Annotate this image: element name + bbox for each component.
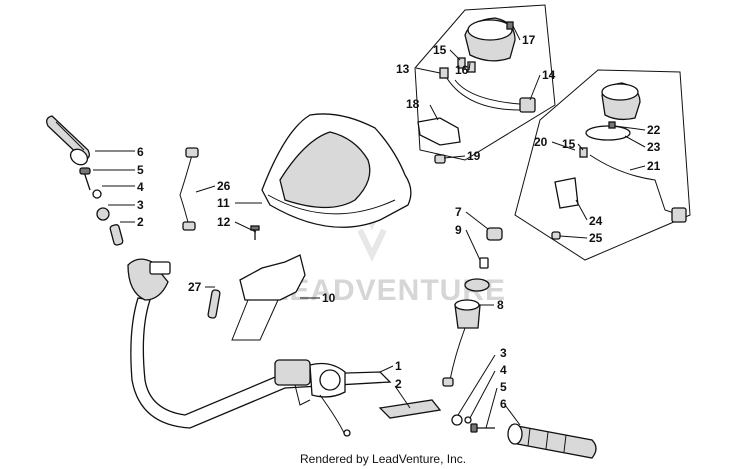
callout-14: 14: [542, 68, 556, 82]
screw-12-part: [250, 225, 260, 240]
callout-21: 21: [647, 159, 661, 173]
right-washer-part: [464, 416, 472, 424]
cap-7-part: [486, 227, 503, 241]
callout-15a: 15: [433, 43, 447, 57]
callout-19: 19: [467, 149, 481, 163]
callout-5a: 5: [137, 163, 144, 177]
credit-text: Rendered by LeadVenture, Inc.: [300, 452, 466, 466]
callout-22: 22: [647, 123, 661, 137]
left-grip-end-screw-part: [79, 167, 91, 191]
callout-15b: 15: [562, 137, 576, 151]
callout-3a: 3: [137, 198, 144, 212]
callout-6a: 6: [137, 145, 144, 159]
switch-8-part: [442, 299, 481, 387]
throttle-housing-part: [274, 359, 351, 437]
bulb-15b-part: [579, 147, 588, 158]
callout-17: 17: [522, 33, 536, 47]
callout-8: 8: [497, 298, 504, 312]
washer-part: [92, 189, 102, 199]
callout-23: 23: [647, 140, 661, 154]
grommet-25-part: [551, 231, 561, 240]
harness-26-part: [179, 147, 199, 231]
end-weight-part: [96, 207, 110, 221]
right-end-weight-part: [451, 414, 463, 426]
callout-labels: 6 5 4 3 2 26 11 12 27 10 1 2 3 4 5 6 7 9…: [137, 33, 661, 411]
leader-lines: [93, 25, 646, 429]
bulb-16-part: [457, 57, 476, 73]
callout-25: 25: [589, 231, 603, 245]
callout-9: 9: [455, 223, 462, 237]
speedometer-group-box: [414, 4, 556, 161]
callout-7: 7: [455, 205, 462, 219]
grip-sleeve-part: [109, 224, 124, 246]
callout-26: 26: [217, 179, 231, 193]
callout-11: 11: [217, 196, 230, 210]
callout-5b: 5: [500, 380, 507, 394]
callout-20: 20: [534, 135, 548, 149]
left-grip-part: [46, 115, 90, 166]
dash-panel-part: [261, 113, 412, 228]
callout-1b: 1: [395, 359, 402, 373]
grommet-19-part: [434, 154, 446, 164]
callout-10: 10: [322, 291, 336, 305]
callout-18: 18: [406, 97, 420, 111]
tachometer-20-part: [601, 82, 641, 121]
callout-27: 27: [188, 280, 202, 294]
bracket-18-part: [417, 117, 461, 146]
callout-6b: 6: [500, 397, 507, 411]
nut-9-part: [479, 257, 489, 269]
screw-17-part: [506, 21, 514, 30]
harness-21-part: [589, 154, 687, 223]
right-grip-end-screw-part: [470, 423, 495, 433]
bracket-24-part: [554, 177, 579, 209]
callout-13: 13: [396, 62, 410, 76]
harness-14-part: [444, 74, 536, 113]
callout-12: 12: [217, 215, 231, 229]
callout-3b: 3: [500, 346, 507, 360]
gasket-23-part: [585, 125, 631, 141]
sleeve-27-part: [207, 289, 221, 319]
callout-16: 16: [455, 63, 469, 77]
callout-4a: 4: [137, 180, 144, 194]
screw-22-part: [608, 121, 616, 129]
right-grip-sleeve-part: [378, 399, 442, 419]
callout-4b: 4: [500, 363, 507, 377]
washer-switch-part: [464, 278, 490, 292]
tachometer-group-box: [514, 69, 691, 261]
right-grip-part: [507, 423, 597, 459]
bracket-10-part: [231, 254, 306, 341]
callout-2b: 2: [395, 377, 402, 391]
callout-2a: 2: [137, 215, 144, 229]
speedometer-13-part: [464, 17, 516, 62]
bulb-15-part: [439, 67, 449, 79]
callout-24: 24: [589, 214, 603, 228]
handlebar-part: [127, 258, 392, 429]
